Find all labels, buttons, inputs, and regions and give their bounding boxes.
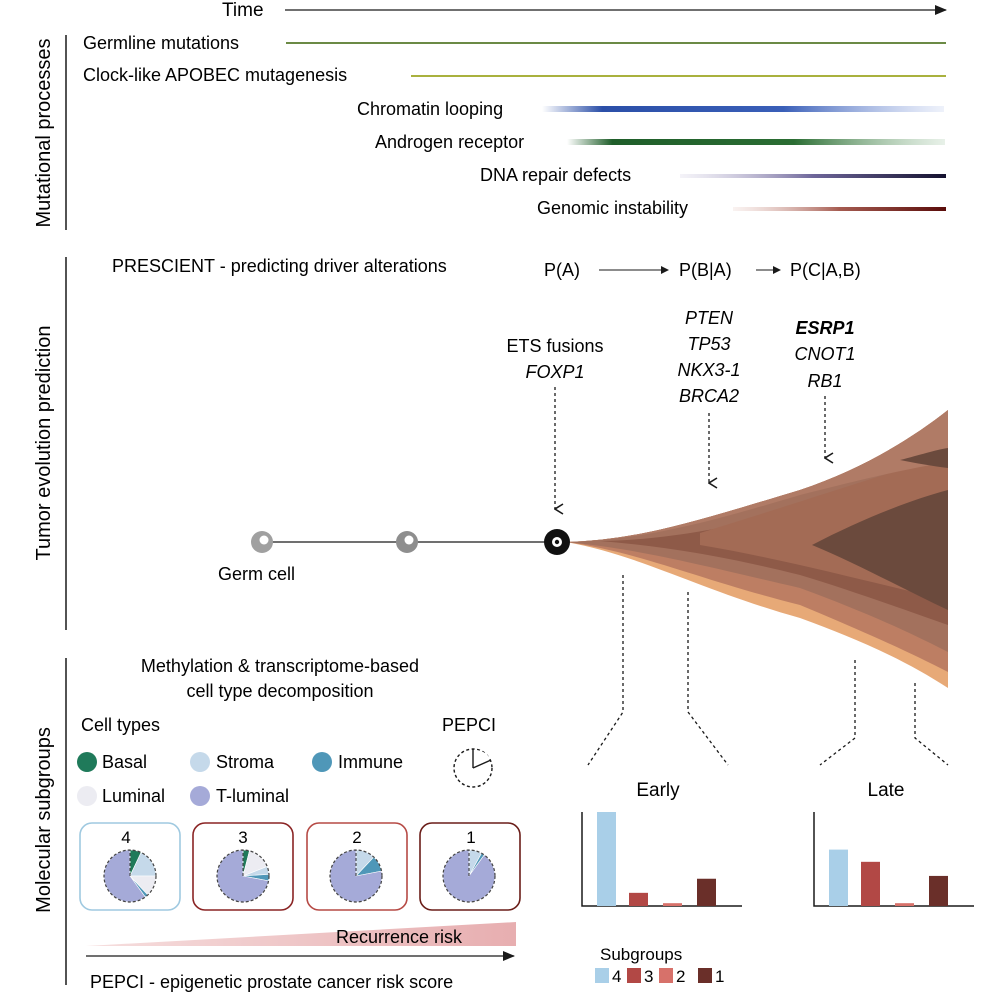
bar-chart-axis bbox=[813, 812, 974, 907]
early-bar-chart bbox=[581, 812, 742, 907]
section-label-mutational: Mutational processes bbox=[33, 39, 55, 228]
late-zoom-line-left bbox=[819, 660, 856, 766]
process-line-genomic bbox=[733, 207, 946, 211]
legend-swatch-subgroup-4 bbox=[595, 968, 609, 983]
pie-subgroup-3 bbox=[216, 849, 270, 903]
bar-subgroup-2 bbox=[663, 903, 682, 906]
legend-swatch-immune bbox=[312, 752, 332, 772]
pepci-footer: PEPCI - epigenetic prostate cancer risk … bbox=[90, 972, 453, 992]
decomp-title-line2: cell type decomposition bbox=[186, 681, 373, 701]
legend-swatch-subgroup-3 bbox=[627, 968, 641, 983]
process-line-dna-repair bbox=[680, 174, 946, 178]
legend-swatch-subgroup-1 bbox=[698, 968, 712, 983]
bar-subgroup-3 bbox=[861, 861, 880, 906]
subgroup-number-2: 2 bbox=[352, 828, 361, 847]
process-label-chromatin: Chromatin looping bbox=[357, 99, 503, 119]
subgroups-legend: 4 3 2 1 bbox=[595, 967, 724, 986]
legend-label-subgroup-4: 4 bbox=[612, 967, 621, 986]
legend-label-basal: Basal bbox=[102, 752, 147, 772]
subgroup-boxes: 4 3 2 1 bbox=[79, 822, 521, 911]
early-zoom-line-right bbox=[687, 592, 729, 766]
pepci-icon bbox=[453, 748, 493, 788]
prob-label-b-given-a: P(B|A) bbox=[679, 260, 732, 280]
first-driver-cell bbox=[544, 529, 570, 555]
legend-label-subgroup-1: 1 bbox=[715, 967, 724, 986]
prescient-label: PRESCIENT - predicting driver alteration… bbox=[112, 256, 447, 276]
pepci-label: PEPCI bbox=[442, 715, 496, 735]
process-label-genomic: Genomic instability bbox=[537, 198, 688, 218]
late-chart-title: Late bbox=[868, 780, 905, 801]
process-label-germline: Germline mutations bbox=[83, 33, 239, 53]
legend-label-stroma: Stroma bbox=[216, 752, 275, 772]
bar-chart-axis bbox=[581, 812, 742, 907]
bar-subgroup-4 bbox=[829, 849, 848, 906]
germ-cell-1 bbox=[251, 531, 273, 553]
legend-label-t-luminal: T-luminal bbox=[216, 786, 289, 806]
legend-swatch-stroma bbox=[190, 752, 210, 772]
late-zoom-line-right bbox=[914, 683, 949, 766]
recurrence-risk-label: Recurrence risk bbox=[336, 927, 463, 947]
stage2-gene-1: PTEN bbox=[685, 308, 734, 328]
pie-subgroup-2 bbox=[329, 849, 383, 903]
bar-subgroup-3 bbox=[629, 892, 648, 906]
subgroup-number-4: 4 bbox=[121, 828, 130, 847]
cell-types-label: Cell types bbox=[81, 715, 160, 735]
cell-type-legend: Basal Stroma Immune Luminal T-luminal bbox=[77, 752, 403, 806]
section-label-evolution: Tumor evolution prediction bbox=[33, 326, 55, 561]
legend-label-immune: Immune bbox=[338, 752, 403, 772]
tumor-evolution-fan bbox=[566, 410, 948, 688]
section-label-subgroups: Molecular subgroups bbox=[33, 727, 55, 913]
germ-cell-label: Germ cell bbox=[218, 564, 295, 584]
early-chart-title: Early bbox=[636, 780, 680, 801]
stage3-gene-2: CNOT1 bbox=[794, 344, 855, 364]
legend-label-luminal: Luminal bbox=[102, 786, 165, 806]
time-label: Time bbox=[222, 0, 264, 21]
late-bar-chart bbox=[813, 812, 974, 907]
bar-subgroup-1 bbox=[929, 875, 948, 906]
legend-swatch-subgroup-2 bbox=[659, 968, 673, 983]
stage2-gene-3: NKX3-1 bbox=[677, 360, 740, 380]
legend-swatch-basal bbox=[77, 752, 97, 772]
process-label-apobec: Clock-like APOBEC mutagenesis bbox=[83, 65, 347, 85]
subgroups-legend-title: Subgroups bbox=[600, 945, 682, 964]
bar-subgroup-4 bbox=[597, 812, 616, 906]
stage3-gene-1: ESRP1 bbox=[795, 318, 854, 338]
stage3-gene-3: RB1 bbox=[807, 371, 842, 391]
legend-swatch-t-luminal bbox=[190, 786, 210, 806]
stage1-title: ETS fusions bbox=[506, 336, 603, 356]
subgroup-number-3: 3 bbox=[238, 828, 247, 847]
pie-subgroup-4 bbox=[103, 849, 157, 903]
decomp-title-line1: Methylation & transcriptome-based bbox=[141, 656, 419, 676]
recurrence-risk-wedge bbox=[86, 922, 516, 946]
prob-label-a: P(A) bbox=[544, 260, 580, 280]
legend-swatch-luminal bbox=[77, 786, 97, 806]
legend-label-subgroup-3: 3 bbox=[644, 967, 653, 986]
bar-subgroup-2 bbox=[895, 903, 914, 906]
process-line-androgen bbox=[567, 139, 945, 145]
stage1-gene: FOXP1 bbox=[525, 362, 584, 382]
early-zoom-line-left bbox=[587, 575, 624, 766]
germ-cell-2 bbox=[396, 531, 418, 553]
stage2-gene-4: BRCA2 bbox=[679, 386, 739, 406]
process-label-dna-repair: DNA repair defects bbox=[480, 165, 631, 185]
process-label-androgen: Androgen receptor bbox=[375, 132, 524, 152]
bar-subgroup-1 bbox=[697, 878, 716, 906]
prob-label-c-given-ab: P(C|A,B) bbox=[790, 260, 861, 280]
process-line-chromatin bbox=[542, 106, 944, 112]
pie-subgroup-1 bbox=[442, 849, 496, 903]
subgroup-number-1: 1 bbox=[466, 828, 475, 847]
legend-label-subgroup-2: 2 bbox=[676, 967, 685, 986]
stage2-gene-2: TP53 bbox=[687, 334, 730, 354]
